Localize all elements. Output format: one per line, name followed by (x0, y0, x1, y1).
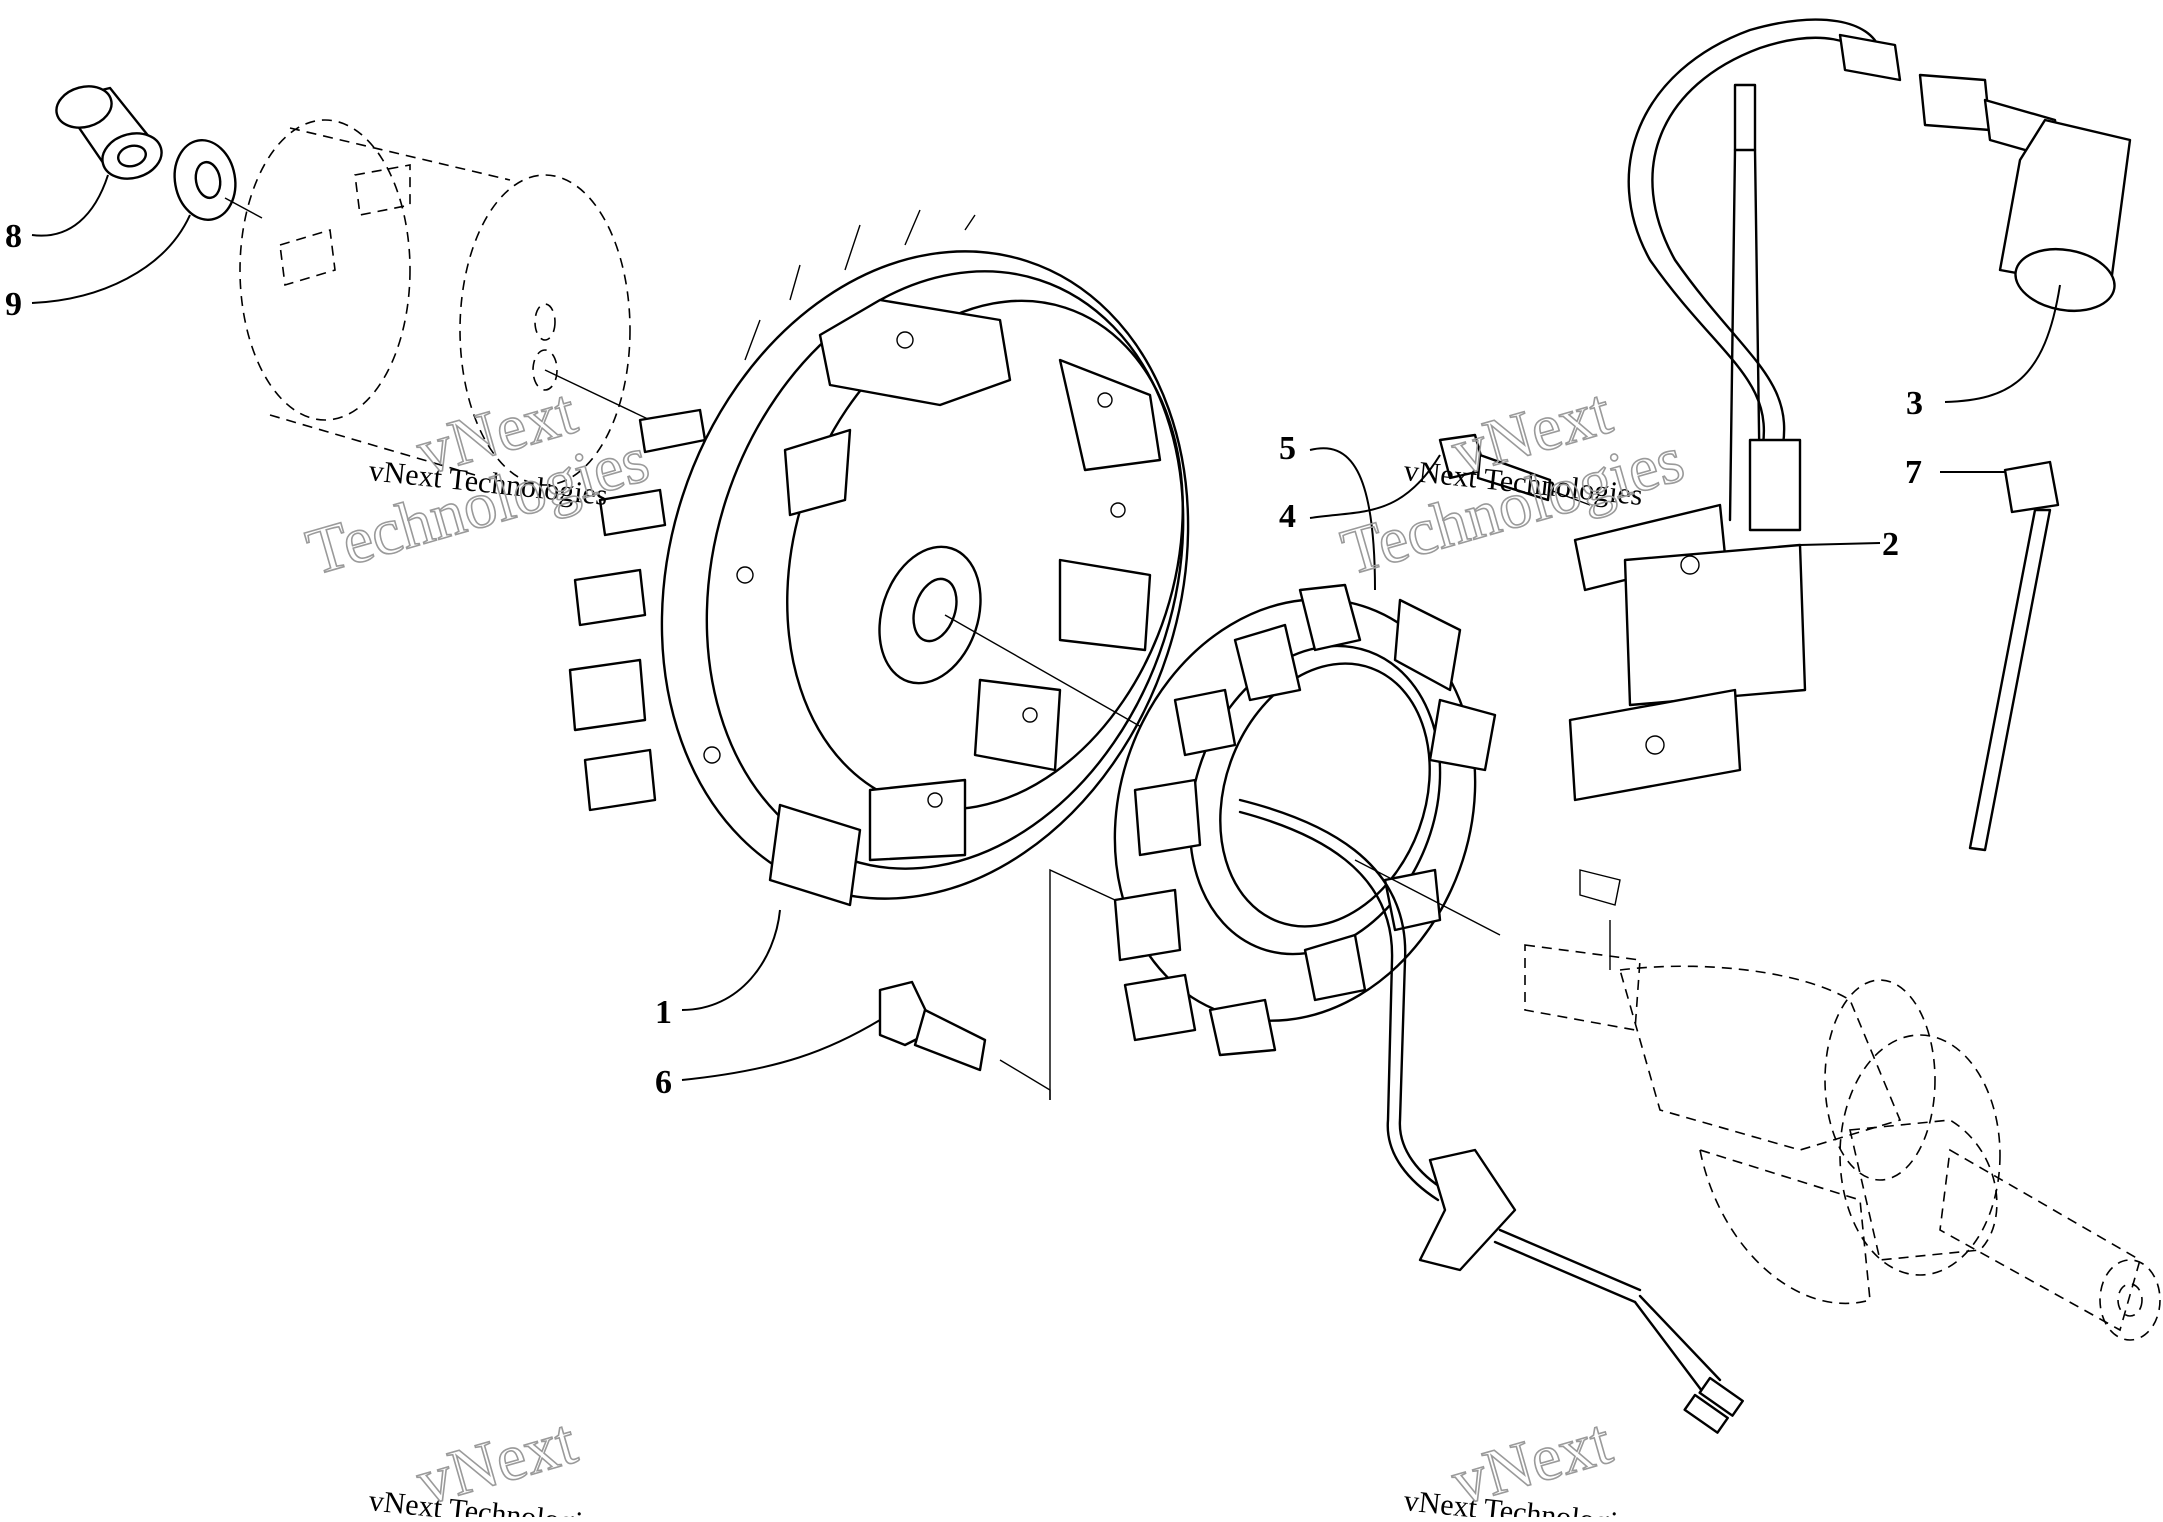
callout-6: 6 (655, 1064, 672, 1101)
callout-4: 4 (1279, 498, 1296, 535)
part-6-bolt (878, 868, 1116, 1100)
callout-8: 8 (5, 218, 22, 255)
callout-labels: 1 2 3 4 5 6 7 8 9 (5, 218, 1923, 1101)
part-2-ignition-coil (1568, 18, 1902, 802)
callout-3: 3 (1906, 385, 1923, 422)
part-5-bolt (1438, 433, 1591, 506)
part-8-bushing (55, 85, 163, 180)
leader-lines (31, 174, 2061, 1081)
part-9-washer (173, 139, 263, 221)
part-4-stator (1113, 583, 1744, 1434)
part-1-flywheel (568, 209, 1190, 907)
callout-1: 1 (655, 994, 672, 1031)
callout-9: 9 (5, 286, 22, 323)
callout-5: 5 (1279, 430, 1296, 467)
callout-2: 2 (1882, 526, 1899, 563)
phantom-crankshaft (1524, 869, 2161, 1341)
part-3-spark-cap (1918, 73, 2132, 312)
phantom-engine-rotor (239, 119, 651, 486)
callout-7: 7 (1905, 454, 1922, 491)
part-7-cable-tie (1968, 460, 2060, 852)
